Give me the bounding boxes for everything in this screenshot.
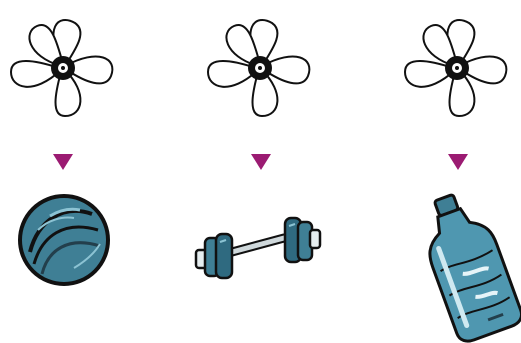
fan-graphic bbox=[206, 18, 311, 118]
dumbbell-graphic bbox=[194, 216, 322, 280]
down-triangle-icon bbox=[446, 152, 470, 172]
dumbbell-icon bbox=[192, 200, 327, 290]
down-triangle-icon bbox=[249, 152, 273, 172]
water-bottle-graphic bbox=[428, 193, 521, 343]
fan-icon bbox=[3, 8, 123, 128]
water-bottle-icon bbox=[424, 190, 521, 343]
fan-icon bbox=[397, 8, 517, 128]
fan-graphic bbox=[403, 18, 508, 118]
fan-graphic bbox=[9, 18, 114, 118]
fan-icon bbox=[200, 8, 320, 128]
ball-graphic bbox=[18, 194, 110, 286]
ball-icon bbox=[14, 190, 114, 290]
down-triangle-icon bbox=[51, 152, 75, 172]
